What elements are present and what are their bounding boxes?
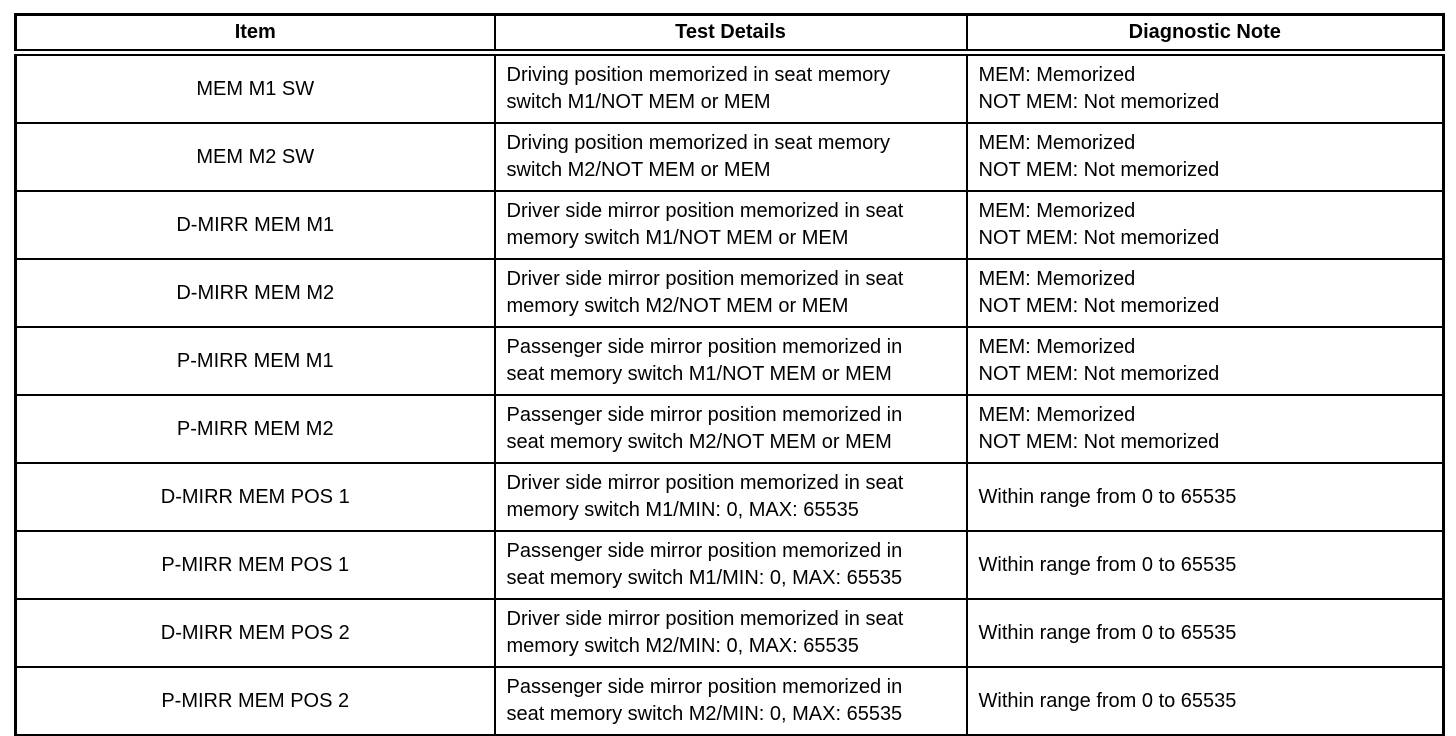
table-row: D-MIRR MEM POS 2 Driver side mirror posi… — [14, 598, 1445, 668]
item-cell: D-MIRR MEM POS 2 — [14, 598, 496, 668]
table-header-row: Item Test Details Diagnostic Note — [14, 13, 1445, 56]
item-cell: D-MIRR MEM M1 — [14, 190, 496, 260]
test-details-cell: Passenger side mirror position memorized… — [493, 326, 968, 396]
test-details-cell: Driver side mirror position memorized in… — [493, 258, 968, 328]
table-row: D-MIRR MEM M2 Driver side mirror positio… — [14, 258, 1445, 328]
item-cell: D-MIRR MEM M2 — [14, 258, 496, 328]
table-row: P-MIRR MEM POS 1 Passenger side mirror p… — [14, 530, 1445, 600]
item-cell: MEM M1 SW — [14, 51, 496, 124]
test-details-cell: Driving position memorized in seat memor… — [493, 51, 968, 124]
table-row: P-MIRR MEM POS 2 Passenger side mirror p… — [14, 666, 1445, 736]
diagnostic-note-cell: MEM: Memorized NOT MEM: Not memorized — [965, 258, 1445, 328]
test-details-cell: Passenger side mirror position memorized… — [493, 394, 968, 464]
column-header-item: Item — [14, 13, 496, 56]
column-header-diagnostic-note: Diagnostic Note — [965, 13, 1445, 56]
diagnostic-data-table: Item Test Details Diagnostic Note MEM M1… — [14, 13, 1445, 736]
table-row: MEM M1 SW Driving position memorized in … — [14, 51, 1445, 124]
test-details-cell: Passenger side mirror position memorized… — [493, 530, 968, 600]
table-row: P-MIRR MEM M1 Passenger side mirror posi… — [14, 326, 1445, 396]
diagnostic-note-cell: MEM: Memorized NOT MEM: Not memorized — [965, 326, 1445, 396]
test-details-cell: Driver side mirror position memorized in… — [493, 462, 968, 532]
diagnostic-note-cell: Within range from 0 to 65535 — [965, 598, 1445, 668]
item-cell: P-MIRR MEM POS 1 — [14, 530, 496, 600]
table-row: MEM M2 SW Driving position memorized in … — [14, 122, 1445, 192]
diagnostic-note-cell: Within range from 0 to 65535 — [965, 666, 1445, 736]
item-cell: P-MIRR MEM M1 — [14, 326, 496, 396]
table-row: D-MIRR MEM POS 1 Driver side mirror posi… — [14, 462, 1445, 532]
test-details-cell: Driving position memorized in seat memor… — [493, 122, 968, 192]
table-row: D-MIRR MEM M1 Driver side mirror positio… — [14, 190, 1445, 260]
column-header-test-details: Test Details — [493, 13, 968, 56]
diagnostic-note-cell: MEM: Memorized NOT MEM: Not memorized — [965, 190, 1445, 260]
test-details-cell: Passenger side mirror position memorized… — [493, 666, 968, 736]
item-cell: MEM M2 SW — [14, 122, 496, 192]
table-row: P-MIRR MEM M2 Passenger side mirror posi… — [14, 394, 1445, 464]
diagnostic-note-cell: Within range from 0 to 65535 — [965, 462, 1445, 532]
test-details-cell: Driver side mirror position memorized in… — [493, 190, 968, 260]
diagnostic-note-cell: Within range from 0 to 65535 — [965, 530, 1445, 600]
diagnostic-note-cell: MEM: Memorized NOT MEM: Not memorized — [965, 394, 1445, 464]
item-cell: P-MIRR MEM M2 — [14, 394, 496, 464]
test-details-cell: Driver side mirror position memorized in… — [493, 598, 968, 668]
item-cell: D-MIRR MEM POS 1 — [14, 462, 496, 532]
diagnostic-note-cell: MEM: Memorized NOT MEM: Not memorized — [965, 51, 1445, 124]
item-cell: P-MIRR MEM POS 2 — [14, 666, 496, 736]
diagnostic-note-cell: MEM: Memorized NOT MEM: Not memorized — [965, 122, 1445, 192]
